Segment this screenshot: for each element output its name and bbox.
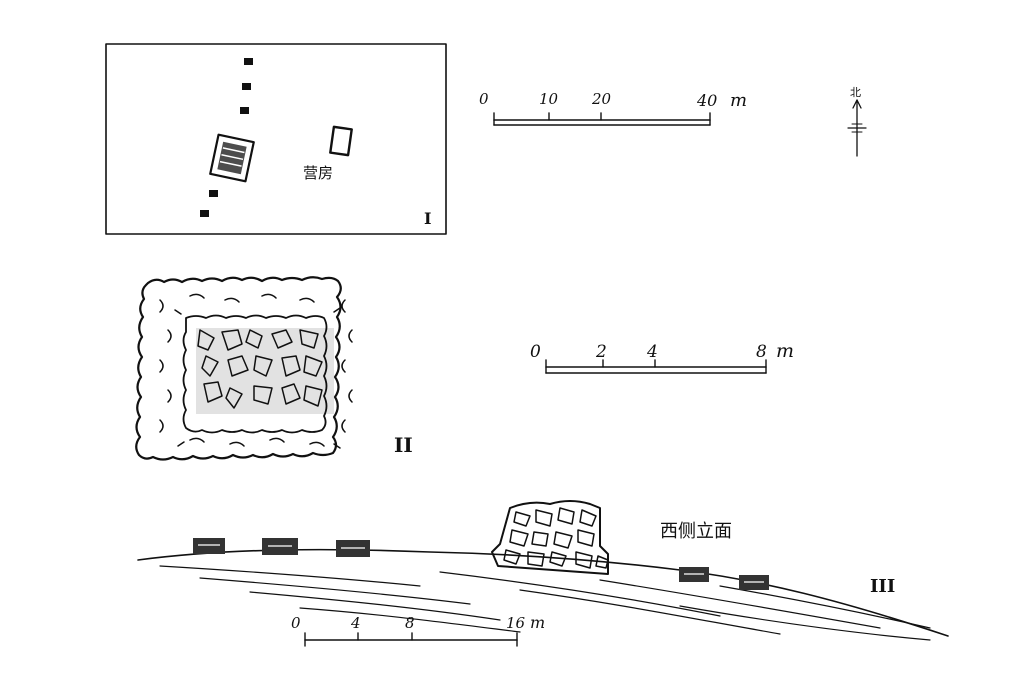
tower-plan-small (209, 133, 255, 183)
barracks-label: 营房 (303, 164, 333, 182)
scale-bar-3: 0 4 8 16 m (291, 613, 545, 647)
beacon-mark (209, 190, 218, 197)
north-label: 北 (850, 86, 861, 99)
elevation-label: 西侧立面 (660, 521, 732, 542)
panel-label-2: II (394, 433, 413, 457)
north-arrow: 北 (847, 86, 867, 157)
scale-bar-2: 0 2 4 8 m (530, 340, 794, 374)
scale-2-tick-4: 4 (646, 342, 658, 362)
beacon-mark (242, 83, 251, 90)
wall-texture (159, 293, 353, 449)
scale-2-tick-2: 2 (595, 342, 607, 362)
beacon-mark (200, 210, 209, 217)
beacon-mark (244, 58, 253, 65)
beacon-row (200, 58, 253, 217)
barracks-outline (329, 125, 353, 157)
beacon-mark (240, 107, 249, 114)
rubble-core (196, 328, 334, 414)
panel-label-1: I (424, 209, 431, 228)
scale-2-tick-0: 0 (530, 342, 541, 362)
scale-3-tick-8: 8 (405, 614, 415, 632)
scale-1-tick-40: 40 (696, 91, 717, 110)
beacon-mound (193, 538, 225, 554)
beacon-mounds (193, 538, 769, 590)
site-plan-frame (105, 43, 447, 235)
scale-2-tick-8: 8 (756, 342, 767, 362)
site-plan-panel: 营房 I (105, 43, 447, 235)
scale-1-tick-0: 0 (479, 90, 489, 108)
scale-1-tick-20: 20 (591, 90, 612, 108)
scale-3-tick-4: 4 (350, 614, 361, 632)
west-elevation-panel: 西侧立面 III (137, 500, 949, 641)
scale-1-tick-10: 10 (539, 90, 559, 108)
scale-bar-1: 0 10 20 40 m (479, 90, 747, 126)
scale-3-tick-16: 16 (506, 614, 526, 632)
tower-inner-wall (182, 314, 328, 434)
scale-3-tick-0: 0 (291, 614, 301, 632)
scale-1-unit: m (730, 90, 747, 111)
tower-plan-panel: II (135, 276, 413, 461)
slope-hatching (159, 565, 931, 641)
scale-2-unit: m (776, 340, 794, 362)
tower-elevation (491, 500, 609, 575)
scale-3-unit: m (530, 613, 545, 632)
panel-label-3: III (870, 576, 895, 597)
tower-outer-wall (135, 276, 342, 461)
